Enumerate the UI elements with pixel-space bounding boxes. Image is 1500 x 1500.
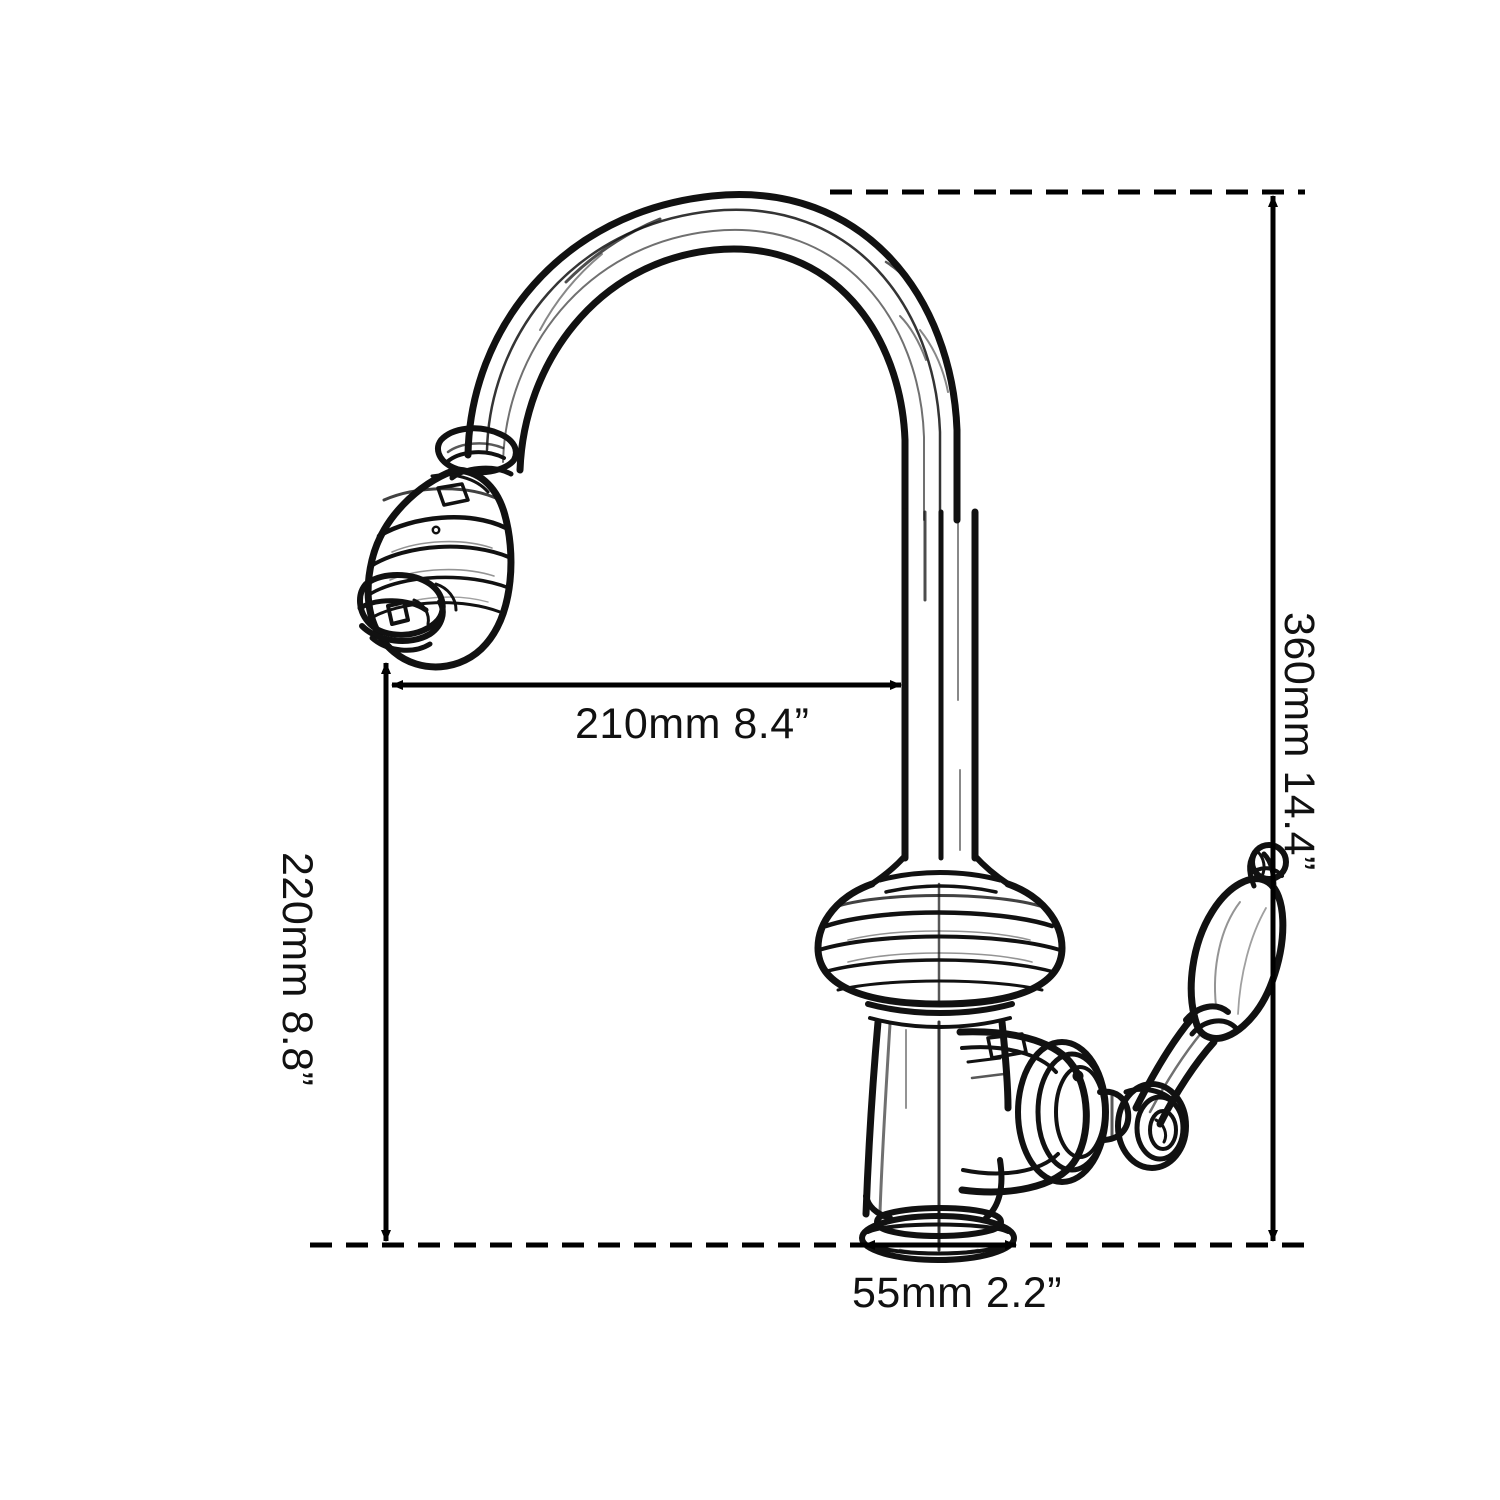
valve-cartridge-housing (956, 1028, 1189, 1196)
gooseneck-spout-arc (464, 191, 961, 524)
column-neck-flare (869, 853, 1011, 894)
dimension-label-spout-height: 220mm 8.8” (273, 852, 321, 1087)
bulbous-spout-head (364, 466, 515, 671)
dimension-label-reach: 210mm 8.4” (575, 700, 810, 748)
aerator-outlet (357, 572, 458, 653)
dimension-label-total-height: 360mm 14.4” (1275, 612, 1323, 871)
tapered-body-column (862, 1001, 1015, 1221)
decorative-body-bulb (814, 880, 1066, 1008)
faucet-illustration (357, 191, 1289, 1263)
base-flange (859, 1205, 1017, 1263)
dimension-label-base-diameter: 55mm 2.2” (852, 1269, 1063, 1317)
vertical-spout-column (901, 508, 979, 862)
